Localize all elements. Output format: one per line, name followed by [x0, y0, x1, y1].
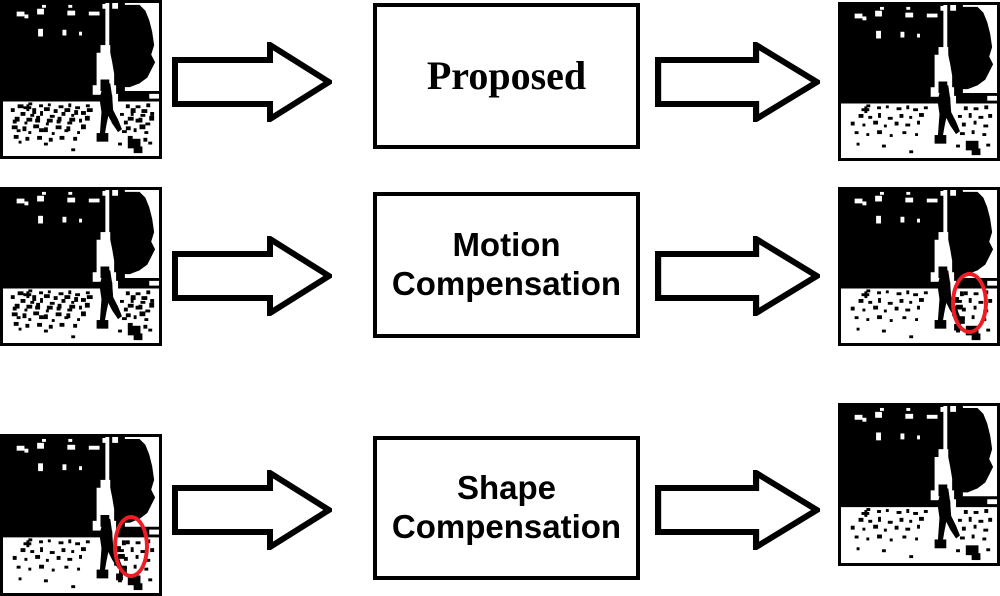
output-thumbnail-proposed: [838, 2, 1000, 161]
input-thumbnail-shape-compensation: [0, 434, 162, 596]
input-thumbnail-motion-compensation: [0, 187, 162, 346]
arrow-motion-compensation-to-output: [655, 236, 820, 316]
process-box-proposed[interactable]: Proposed: [373, 3, 640, 149]
process-box-shape-compensation-label: Shape Compensation: [392, 469, 621, 547]
output-thumbnail-shape-compensation: [838, 403, 1000, 566]
arrow-input-to-motion-compensation: [172, 236, 332, 316]
arrow-input-to-proposed: [172, 42, 332, 122]
arrow-shape-compensation-to-output: [655, 470, 820, 550]
process-box-motion-compensation-label: Motion Compensation: [392, 226, 621, 304]
process-box-motion-compensation[interactable]: Motion Compensation: [373, 192, 640, 338]
process-box-proposed-label: Proposed: [426, 53, 587, 99]
process-box-label-line-1: Motion: [452, 226, 561, 264]
output-thumbnail-motion-compensation: [838, 187, 1000, 346]
input-thumbnail-proposed: [0, 0, 162, 159]
process-box-label-line-2: Compensation: [391, 508, 622, 545]
arrow-proposed-to-output: [655, 42, 820, 122]
arrow-input-to-shape-compensation: [172, 470, 332, 550]
process-box-label-line-1: Shape: [456, 469, 557, 507]
process-box-label-line-2: Compensation: [391, 265, 622, 302]
process-box-shape-compensation[interactable]: Shape Compensation: [373, 436, 640, 580]
